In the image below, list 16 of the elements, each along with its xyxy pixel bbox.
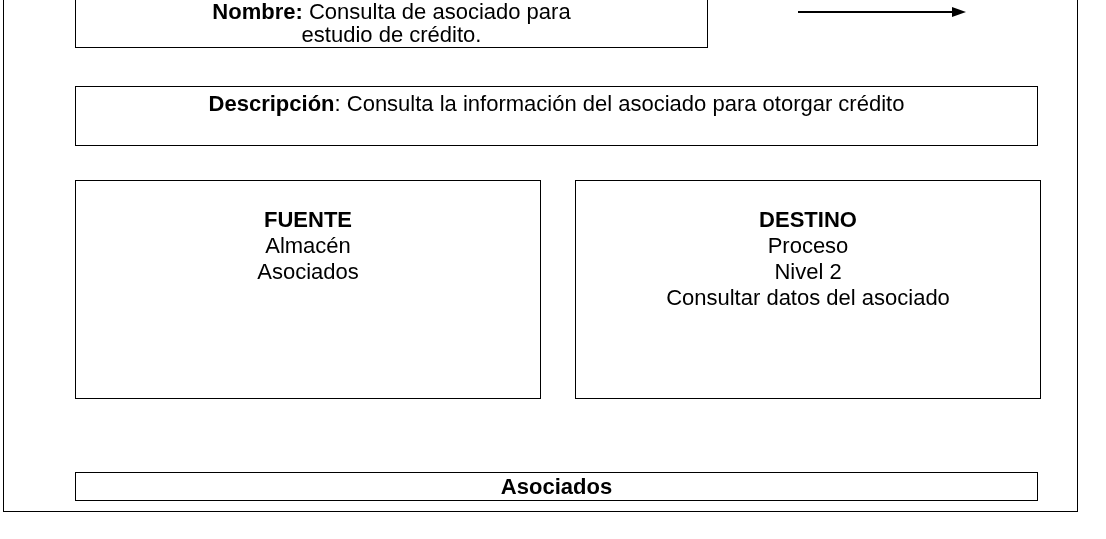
text-box <box>75 86 1038 146</box>
text-line: Asociados <box>257 259 359 285</box>
text-line: Nivel 2 <box>774 259 842 285</box>
text-line: Proceso <box>767 233 849 259</box>
text-box <box>75 180 541 399</box>
name-text: Nombre: Consulta de asociado para estudio de crédito. <box>211 0 572 46</box>
text-line: Consultar datos del asociado <box>666 285 950 311</box>
footer-text: Asociados <box>499 473 614 500</box>
text-box <box>575 180 1041 399</box>
outer-frame <box>3 0 1078 512</box>
heading: DESTINO <box>759 207 857 233</box>
description-text: Descripción: Consulta la información del asociado para otorgar crédito <box>207 90 906 117</box>
text-box <box>75 0 708 48</box>
heading: FUENTE <box>264 207 352 233</box>
text-line: Almacén <box>265 233 351 259</box>
text-box <box>75 472 1038 501</box>
